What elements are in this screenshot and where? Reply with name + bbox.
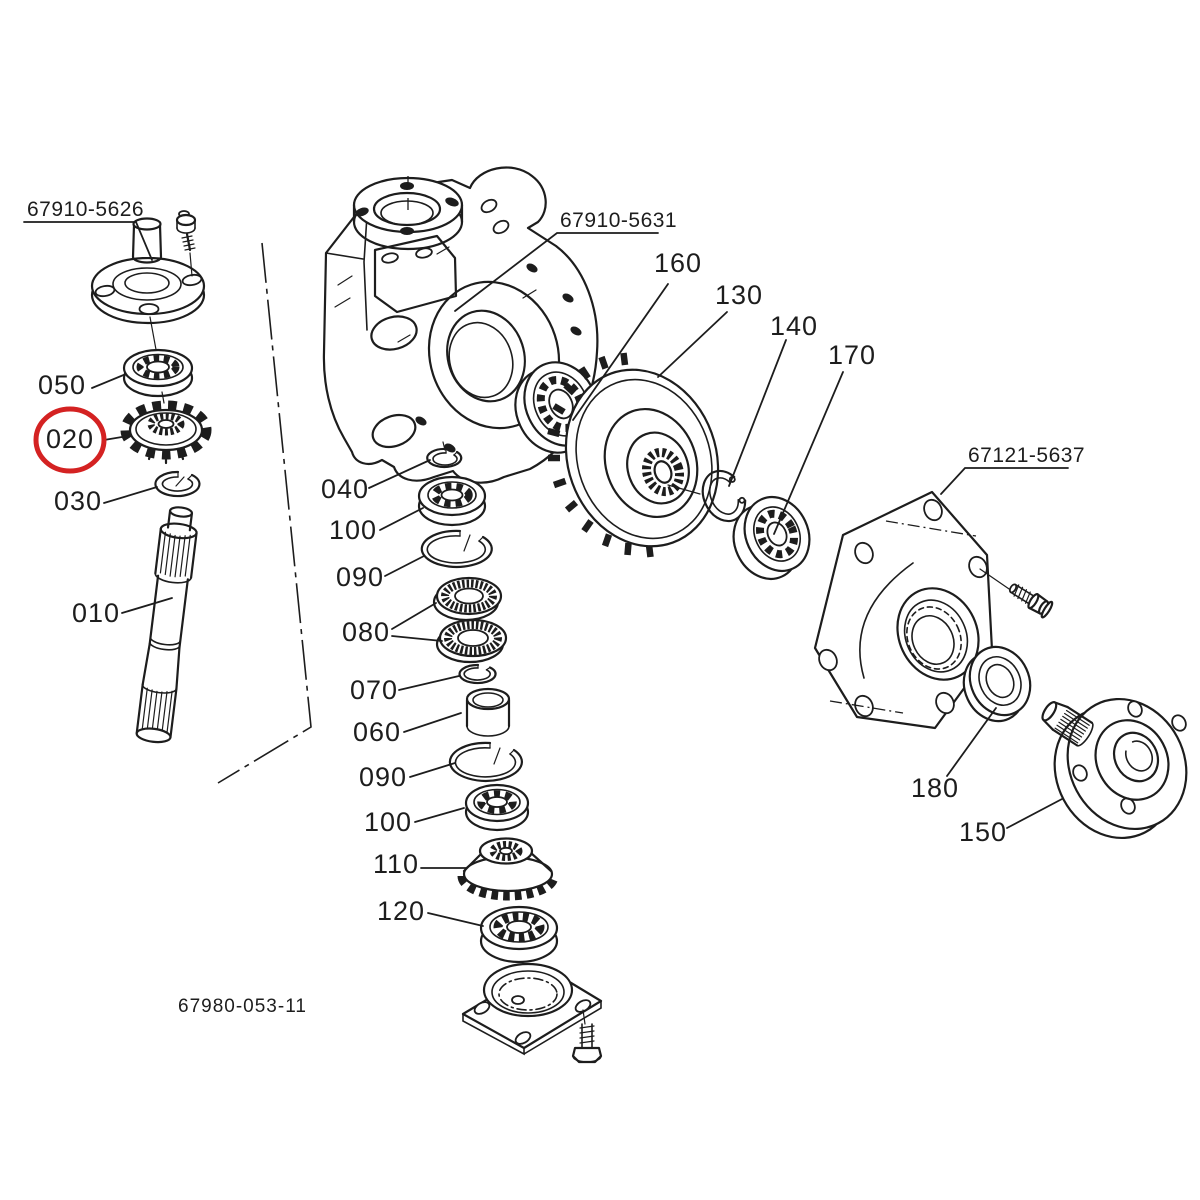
part-snap-ring-090-lower xyxy=(448,741,523,782)
callout-120: 120 xyxy=(377,896,425,926)
leader-pn-5626 xyxy=(23,221,153,261)
part-bearing-050 xyxy=(122,348,194,404)
callout-150: 150 xyxy=(959,817,1007,847)
leader-150 xyxy=(1006,798,1063,829)
part-bearing-100-upper xyxy=(417,475,487,527)
part-seal-080-upper xyxy=(432,576,503,622)
callout-100-upper: 100 xyxy=(329,515,377,545)
part-seal-180 xyxy=(962,645,1032,723)
part-number-gear-case: 67910-5631 xyxy=(560,209,677,232)
part-snap-ring-030 xyxy=(154,470,201,498)
callout-160: 160 xyxy=(654,248,702,278)
callout-010: 010 xyxy=(72,598,120,628)
part-bevel-shaft-010 xyxy=(135,506,198,744)
callout-110: 110 xyxy=(373,849,419,879)
part-bearing-170 xyxy=(732,496,811,580)
callout-100-lower: 100 xyxy=(364,807,412,837)
leader-070 xyxy=(398,675,460,691)
leader-010 xyxy=(121,597,173,614)
leader-020 xyxy=(103,435,129,441)
leader-160 xyxy=(572,283,669,421)
leader-140 xyxy=(728,339,787,487)
part-number-top-left: 67910-5626 xyxy=(27,198,144,221)
leader-130 xyxy=(657,311,728,378)
part-wheel-hub-150 xyxy=(1041,697,1188,840)
callout-140: 140 xyxy=(770,311,818,341)
leader-pn-5631 xyxy=(454,232,659,312)
part-ring-070 xyxy=(458,663,497,685)
callout-020: 020 xyxy=(46,424,94,454)
part-snap-ring-090-upper xyxy=(420,529,493,568)
callout-090-lower: 090 xyxy=(359,762,407,792)
leader-040 xyxy=(368,459,431,489)
part-bevel-gear-110 xyxy=(457,837,559,901)
axis-centerline xyxy=(217,242,312,784)
leader-180 xyxy=(946,707,997,777)
highlight-circle-020 xyxy=(33,406,107,474)
leader-100-lower xyxy=(414,807,465,823)
callout-180: 180 xyxy=(911,773,959,803)
callout-080: 080 xyxy=(342,617,390,647)
part-collar-060 xyxy=(465,687,511,737)
leader-100-upper xyxy=(379,507,424,531)
callout-040: 040 xyxy=(321,474,369,504)
callout-170: 170 xyxy=(828,340,876,370)
leader-pn-5637 xyxy=(940,467,1069,495)
callout-090-upper: 090 xyxy=(336,562,384,592)
part-ring-gear-130 xyxy=(547,352,720,558)
part-bearing-100-lower xyxy=(464,783,530,832)
part-bottom-flange-case xyxy=(461,962,603,1056)
drawing-code: 67980-053-11 xyxy=(178,996,307,1017)
leader-050 xyxy=(91,373,127,389)
callout-030: 030 xyxy=(54,486,102,516)
leader-080-b xyxy=(391,635,443,642)
part-seal-080-lower xyxy=(435,618,508,664)
leader-030 xyxy=(103,486,158,504)
callout-130: 130 xyxy=(715,280,763,310)
leader-060 xyxy=(403,712,462,733)
leader-090-lower xyxy=(409,762,456,778)
part-bearing-120 xyxy=(479,905,559,964)
part-axle-cover-plate xyxy=(813,490,994,730)
callout-060: 060 xyxy=(353,717,401,747)
callout-070: 070 xyxy=(350,675,398,705)
leader-lines xyxy=(23,221,1069,927)
callout-050: 050 xyxy=(38,370,86,400)
leader-080-a xyxy=(391,602,437,630)
labels: 67910-5626 67910-5631 67121-5637 67980-0… xyxy=(27,198,1085,1017)
bolt-bottom-flange xyxy=(571,1009,603,1064)
part-number-cover: 67121-5637 xyxy=(968,444,1085,467)
leader-120 xyxy=(427,912,484,927)
part-snap-ring-040 xyxy=(426,441,463,469)
leader-170 xyxy=(773,371,844,535)
bolt-cover-plate xyxy=(979,568,1054,619)
bolt-top-left xyxy=(175,210,197,277)
part-hub-spline-shaft xyxy=(1041,701,1094,747)
part-bevel-pinion-020 xyxy=(120,400,212,465)
leader-090-upper xyxy=(384,555,425,577)
